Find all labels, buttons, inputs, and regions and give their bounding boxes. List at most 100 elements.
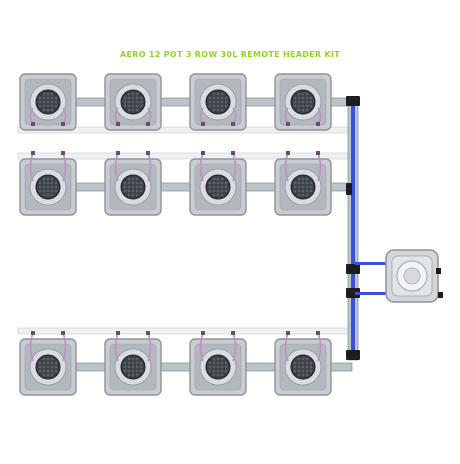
feed-tube xyxy=(147,332,152,362)
net-pot-hole xyxy=(123,104,127,108)
net-pot-hole xyxy=(220,369,224,373)
tube-clip xyxy=(61,122,65,126)
net-pot-hole xyxy=(305,100,309,104)
net-pot-hole xyxy=(293,96,297,100)
net-pot-hole xyxy=(212,181,216,185)
net-pot-hole xyxy=(131,108,135,112)
net-pot-hole xyxy=(42,177,46,181)
net-pot-hole xyxy=(208,361,212,365)
net-pot-hole xyxy=(212,185,216,189)
net-pot-hole xyxy=(305,181,309,185)
net-pot-hole xyxy=(42,100,46,104)
feed-line-top xyxy=(355,262,400,265)
tube-clip xyxy=(116,331,120,335)
net-pot-hole xyxy=(38,181,42,185)
net-pot-hole xyxy=(220,189,224,193)
net-pot-hole xyxy=(212,189,216,193)
net-pot-hole xyxy=(212,177,216,181)
net-pot-hole xyxy=(216,185,220,189)
net-pot-hole xyxy=(220,373,224,377)
connector-pipe xyxy=(243,182,278,192)
net-pot-hole xyxy=(208,104,212,108)
net-pot-hole xyxy=(216,108,220,112)
net-pot-hole xyxy=(139,100,143,104)
net-pot-hole xyxy=(131,357,135,361)
net-pot-hole xyxy=(54,369,58,373)
net-pot-hole xyxy=(42,365,46,369)
net-pot-hole xyxy=(297,108,301,112)
net-pot-hole xyxy=(127,96,131,100)
net-pot-hole xyxy=(208,185,212,189)
tube-clip xyxy=(316,151,320,155)
tube-clip xyxy=(316,122,320,126)
net-pot-hole xyxy=(297,177,301,181)
net-pot-hole xyxy=(293,185,297,189)
net-pot-hole xyxy=(305,365,309,369)
net-pot-hole xyxy=(46,104,50,108)
net-pot-hole xyxy=(131,177,135,181)
tube-clip xyxy=(316,331,320,335)
feed-tube xyxy=(232,152,237,182)
net-pot-hole xyxy=(208,100,212,104)
net-pot-hole xyxy=(216,365,220,369)
tube-clip xyxy=(61,331,65,335)
net-pot-hole xyxy=(305,189,309,193)
reservoir-outlet xyxy=(436,268,441,274)
net-pot-hole xyxy=(131,193,135,197)
tube-clip xyxy=(286,151,290,155)
net-pot-hole xyxy=(309,100,313,104)
net-pot-hole xyxy=(224,100,228,104)
net-pot-hole xyxy=(293,100,297,104)
net-pot-hole xyxy=(135,96,139,100)
net-pot-hole xyxy=(135,108,139,112)
net-pot-hole xyxy=(301,189,305,193)
connector-pipe xyxy=(158,97,193,107)
net-pot-hole xyxy=(50,369,54,373)
net-pot-hole xyxy=(46,193,50,197)
aero-pot-icon xyxy=(104,331,162,396)
net-pot-hole xyxy=(301,96,305,100)
tube-clip xyxy=(201,122,205,126)
net-pot-hole xyxy=(301,373,305,377)
net-pot-hole xyxy=(135,100,139,104)
net-pot-hole xyxy=(46,181,50,185)
net-pot-icon xyxy=(290,174,316,200)
net-pot-hole xyxy=(212,92,216,96)
net-pot-hole xyxy=(216,361,220,365)
net-pot-hole xyxy=(293,361,297,365)
net-pot-hole xyxy=(54,104,58,108)
net-pot-hole xyxy=(220,193,224,197)
tube-clip xyxy=(31,331,35,335)
feed-tube xyxy=(199,152,204,182)
net-pot-hole xyxy=(123,365,127,369)
aero-pot-icon xyxy=(274,151,332,216)
net-pot-hole xyxy=(293,365,297,369)
feed-tube xyxy=(62,152,67,182)
net-pot-hole xyxy=(131,100,135,104)
net-pot-hole xyxy=(42,181,46,185)
net-pot-hole xyxy=(216,177,220,181)
net-pot-hole xyxy=(135,365,139,369)
connector-pipe xyxy=(158,182,193,192)
pipe-fitting xyxy=(346,288,360,298)
feed-tube xyxy=(114,332,119,362)
net-pot-hole xyxy=(293,181,297,185)
net-pot-hole xyxy=(127,177,131,181)
net-pot-hole xyxy=(131,365,135,369)
tube-clip xyxy=(146,331,150,335)
net-pot-hole xyxy=(212,369,216,373)
net-pot-hole xyxy=(301,181,305,185)
net-pot-hole xyxy=(216,100,220,104)
net-pot-hole xyxy=(54,185,58,189)
net-pot-hole xyxy=(50,357,54,361)
net-pot-hole xyxy=(208,369,212,373)
net-pot-hole xyxy=(127,369,131,373)
aero-pot-icon xyxy=(189,73,247,131)
net-pot-hole xyxy=(305,177,309,181)
connector-pipe xyxy=(158,362,193,372)
net-pot-icon xyxy=(205,89,231,115)
net-pot-hole xyxy=(297,193,301,197)
net-pot-hole xyxy=(127,193,131,197)
net-pot-hole xyxy=(131,104,135,108)
